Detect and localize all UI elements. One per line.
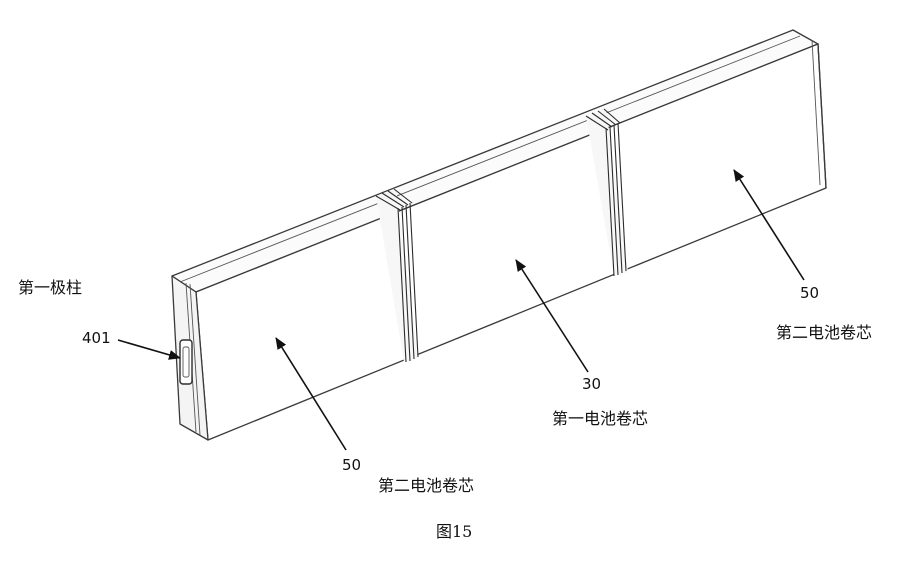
right-core-ref-label: 50 [800,284,820,302]
separator-band-right [585,108,628,277]
middle-core-leader-arrow [515,259,589,373]
pole-leader-arrow [117,339,181,360]
figure-caption: 图15 [436,522,473,541]
end-cap-edge-inner [189,283,201,436]
middle-core-ref-label: 30 [582,375,602,393]
right-core-leader-arrow [733,169,805,281]
right-end-edge [811,39,821,186]
right-core-name-label: 第二电池卷芯 [776,323,873,342]
left-core-name-label: 第二电池卷芯 [378,476,475,495]
top-rim-line [179,35,801,283]
pole-ref-label: 401 [82,329,111,347]
left-core-ref-label: 50 [342,456,362,474]
left-core-leader-arrow [275,337,347,451]
first-pole-label: 第一极柱 [18,278,83,297]
right-end-corner [817,43,827,189]
first-pole-terminal-inner [182,346,190,378]
middle-core-name-label: 第一电池卷芯 [552,409,649,428]
separator-band-left [375,188,419,363]
